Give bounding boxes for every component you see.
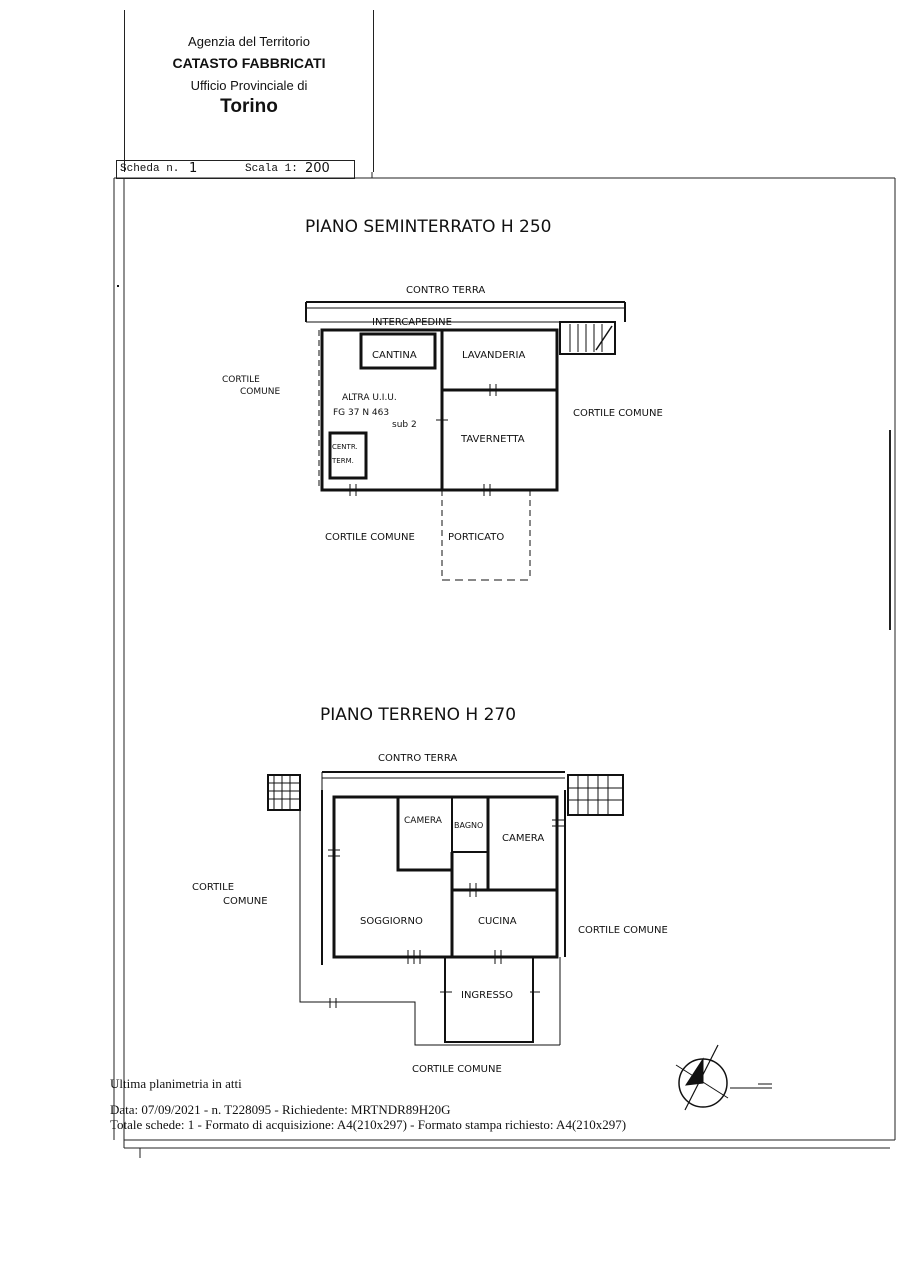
office-label: Ufficio Provinciale di — [190, 78, 308, 93]
altra-uiu-line1: ALTRA U.I.U. — [342, 393, 397, 403]
room-ingresso: INGRESSO — [461, 990, 513, 1001]
agency-label: Agenzia del Territorio — [188, 34, 310, 49]
room-soggiorno: SOGGIORNO — [360, 916, 423, 927]
page-frame — [113, 172, 896, 1158]
plan1-porticato: PORTICATO — [448, 532, 504, 543]
scale-label: Scala 1: — [245, 163, 298, 175]
plan1-cortile-left-1: CORTILE — [222, 375, 260, 385]
plan2-cortile-left-1: CORTILE — [192, 882, 234, 893]
room-camera-1: CAMERA — [404, 816, 443, 826]
plan1-cortile-bottom: CORTILE COMUNE — [325, 532, 415, 543]
plan1-cortile-left-2: COMUNE — [240, 387, 280, 397]
plan1-title: PIANO SEMINTERRATO H 250 — [305, 217, 552, 237]
room-bagno: BAGNO — [454, 821, 483, 830]
plan2-title: PIANO TERRENO H 270 — [320, 705, 516, 725]
plan2-contro-terra: CONTRO TERRA — [378, 753, 457, 764]
altra-uiu-line2: FG 37 N 463 — [333, 408, 389, 418]
room-cantina: CANTINA — [372, 350, 417, 361]
footer-line-3: Totale schede: 1 - Formato di acquisizio… — [110, 1117, 627, 1132]
plan2-cortile-right: CORTILE COMUNE — [578, 925, 668, 936]
scheda-number: 1 — [189, 161, 198, 176]
room-tavernetta: TAVERNETTA — [460, 434, 525, 445]
footer-line-2: Data: 07/09/2021 - n. T228095 - Richiede… — [110, 1102, 451, 1117]
centrale-line2: TERM. — [331, 457, 354, 465]
city-label: Torino — [220, 96, 278, 117]
plan2-cortile-left-2: COMUNE — [223, 896, 268, 907]
scheda-box: Scheda n. 1 Scala 1: 200 — [116, 160, 355, 179]
room-lavanderia: LAVANDERIA — [462, 350, 525, 361]
header-box: Agenzia del Territorio CATASTO FABBRICAT… — [124, 10, 374, 172]
catasto-label: CATASTO FABBRICATI — [172, 55, 326, 71]
scheda-label: Scheda n. — [120, 163, 180, 175]
room-cucina: CUCINA — [478, 916, 517, 927]
plan1-cortile-right: CORTILE COMUNE — [573, 408, 663, 419]
north-arrow-icon — [675, 1044, 772, 1111]
centrale-line1: CENTR. — [332, 443, 358, 451]
plan2-cortile-bottom: CORTILE COMUNE — [412, 1064, 502, 1075]
room-camera-2: CAMERA — [502, 833, 544, 844]
footer-line-1: Ultima planimetria in atti — [110, 1076, 242, 1091]
altra-uiu-line3: sub 2 — [392, 420, 417, 430]
plan-seminterrato: PIANO SEMINTERRATO H 250 CONTRO TERRA IN… — [222, 217, 663, 581]
plan1-intercapedine: INTERCAPEDINE — [372, 317, 452, 328]
plan1-contro-terra: CONTRO TERRA — [406, 285, 485, 296]
plan-terreno: PIANO TERRENO H 270 CONTRO TERRA CAMERA … — [192, 705, 668, 1075]
scale-value: 200 — [305, 161, 330, 176]
